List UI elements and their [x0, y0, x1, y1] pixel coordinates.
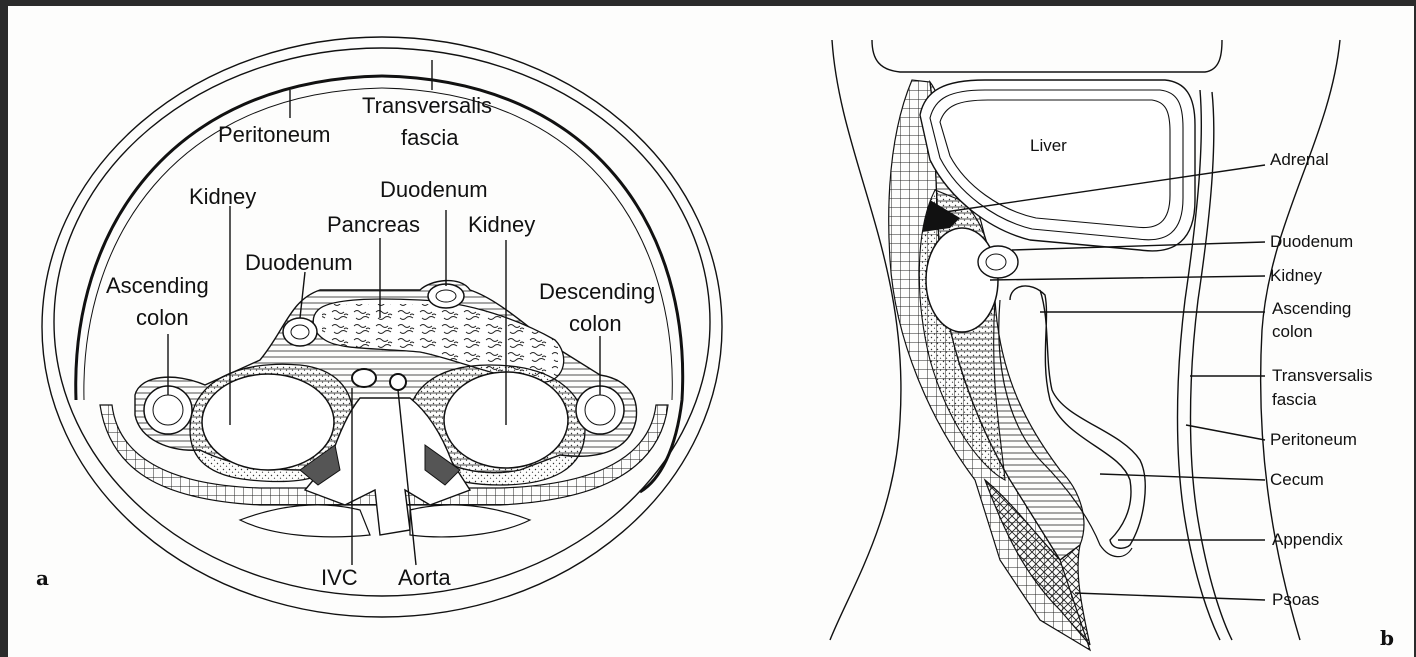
label-adrenal-b: Adrenal: [1270, 150, 1329, 169]
label-ascending-colon-b-line2: colon: [1272, 322, 1313, 341]
label-aorta-a: Aorta: [398, 565, 451, 590]
body-outline-back: [830, 40, 901, 640]
label-kidney-left-a: Kidney: [189, 184, 256, 209]
transversalis-line-b: [1191, 92, 1233, 640]
label-transversalis-b-line1: Transversalis: [1272, 366, 1372, 385]
label-psoas-b: Psoas: [1272, 590, 1319, 609]
aorta-shape: [390, 374, 406, 390]
label-transversalis-a-line2: fascia: [401, 125, 459, 150]
label-duodenum-top-a: Duodenum: [380, 177, 488, 202]
panel-letter-b: b: [1380, 626, 1394, 650]
label-appendix-b: Appendix: [1272, 530, 1343, 549]
label-transversalis-b-line2: fascia: [1272, 390, 1317, 409]
label-ivc-a: IVC: [321, 565, 358, 590]
kidney-shape-b: [926, 228, 998, 332]
ivc-shape: [352, 369, 376, 387]
duodenum-top-shape: [428, 284, 464, 308]
label-descending-colon-a-line2: colon: [569, 311, 622, 336]
label-ascending-colon-a-line2: colon: [136, 305, 189, 330]
kidney-left-shape: [202, 374, 334, 470]
figure-b-sagittal-section: Liver Adrenal Duodenum Kidney Ascending …: [830, 40, 1394, 650]
label-peritoneum-a: Peritoneum: [218, 122, 331, 147]
label-cecum-b: Cecum: [1270, 470, 1324, 489]
label-kidney-right-a: Kidney: [468, 212, 535, 237]
label-kidney-b: Kidney: [1270, 266, 1322, 285]
figure-a-cross-section: Peritoneum Transversalis fascia Kidney D…: [36, 37, 722, 617]
diaphragm-top: [872, 40, 1222, 72]
label-liver-b: Liver: [1030, 136, 1067, 155]
duodenum-left-shape: [283, 318, 317, 346]
label-descending-colon-a-line1: Descending: [539, 279, 655, 304]
back-muscle-right: [410, 505, 530, 537]
label-duodenum-left-a: Duodenum: [245, 250, 353, 275]
back-muscle-left: [240, 505, 370, 537]
label-ascending-colon-b-line1: Ascending: [1272, 299, 1351, 318]
duodenum-shape-b: [978, 246, 1018, 278]
label-ascending-colon-a-line1: Ascending: [106, 273, 209, 298]
label-duodenum-b: Duodenum: [1270, 232, 1353, 251]
label-pancreas-a: Pancreas: [327, 212, 420, 237]
label-peritoneum-b: Peritoneum: [1270, 430, 1357, 449]
label-transversalis-a-line1: Transversalis: [362, 93, 492, 118]
panel-letter-a: a: [36, 566, 49, 590]
